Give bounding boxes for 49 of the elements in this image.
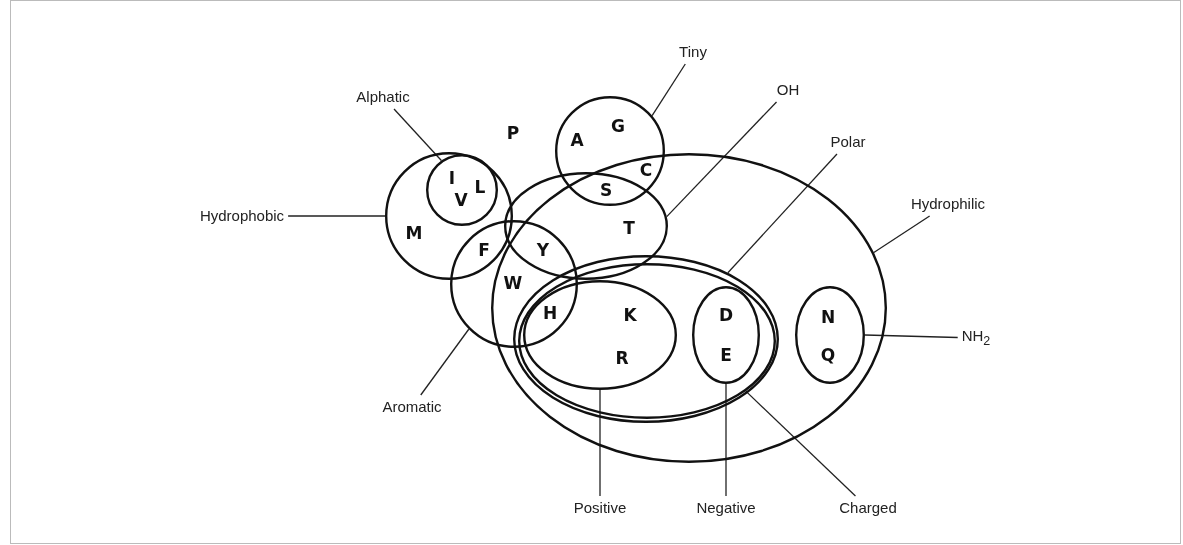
amino-acid-letter: I xyxy=(448,168,456,188)
leader-line xyxy=(651,63,686,117)
amino-acid-letter: A xyxy=(570,130,584,150)
amino-acid-letter: S xyxy=(599,180,613,200)
ellipse-outline xyxy=(523,280,677,390)
ellipse-outline xyxy=(491,153,887,463)
amino-acid-letter: P xyxy=(506,123,520,143)
category-label: Positive xyxy=(573,499,627,517)
amino-acid-letter: V xyxy=(454,190,468,210)
amino-acid-letter: M xyxy=(405,223,423,243)
leader-line xyxy=(599,389,601,497)
amino-acid-letter: G xyxy=(611,116,625,136)
leader-line xyxy=(393,108,442,162)
leader-line xyxy=(725,383,727,497)
circle-outline xyxy=(555,96,665,206)
leader-line xyxy=(727,153,838,274)
leader-line xyxy=(287,215,386,217)
amino-acid-letter: E xyxy=(720,345,732,365)
amino-acid-letter: L xyxy=(474,177,486,197)
circle-outline xyxy=(426,154,498,226)
circle-outline xyxy=(450,220,578,348)
category-label: OH xyxy=(776,81,800,99)
amino-acid-letter: C xyxy=(639,160,653,180)
category-label: Charged xyxy=(839,499,897,517)
ellipse-outline xyxy=(692,286,760,384)
amino-acid-letter: F xyxy=(478,240,490,260)
category-label: Polar xyxy=(830,133,866,151)
category-label: Hydrophobic xyxy=(199,207,285,225)
category-label: Alphatic xyxy=(356,88,410,106)
ellipse-outline xyxy=(795,286,865,384)
amino-acid-letter: R xyxy=(615,348,629,368)
amino-acid-letter: W xyxy=(503,273,523,293)
amino-acid-letter: N xyxy=(820,307,836,327)
leader-line xyxy=(420,328,470,396)
amino-acid-letter: K xyxy=(623,305,637,325)
leader-line xyxy=(873,215,931,254)
amino-acid-letter: D xyxy=(718,305,734,325)
amino-acid-letter: Q xyxy=(820,345,836,365)
leader-line xyxy=(666,101,778,218)
category-label: NH$_{2}$ xyxy=(961,326,991,350)
category-label: Aromatic xyxy=(382,398,442,416)
category-label: Negative xyxy=(696,499,756,517)
amino-acid-letter: T xyxy=(623,218,635,238)
leader-line xyxy=(745,390,857,497)
category-label: Tiny xyxy=(679,43,707,61)
amino-acid-letter: Y xyxy=(536,240,550,260)
amino-acid-letter: H xyxy=(542,303,558,323)
leader-line xyxy=(864,334,959,339)
category-label: Hydrophilic xyxy=(910,195,986,213)
